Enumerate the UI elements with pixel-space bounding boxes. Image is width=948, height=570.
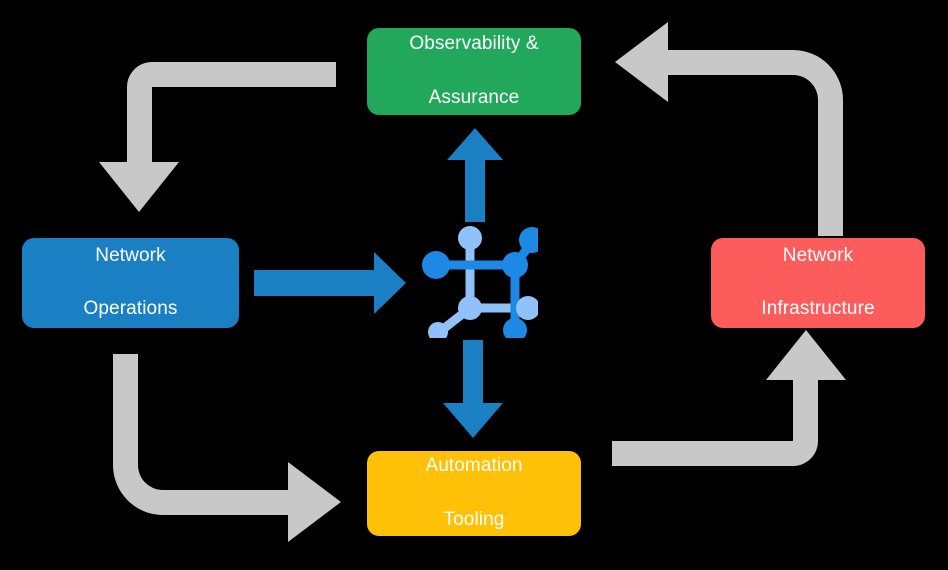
node-label-observability: Observability & Assurance	[377, 31, 571, 112]
arrow-operations-to-automation	[113, 354, 341, 542]
node-observability-assurance[interactable]: Observability & Assurance	[367, 28, 581, 115]
arrow-center-to-observability	[447, 128, 503, 222]
arrow-infrastructure-to-observability	[615, 22, 843, 236]
node-label-line2: Assurance	[428, 86, 520, 108]
node-label-line1: Network	[95, 244, 166, 266]
node-label-line2: Operations	[83, 298, 178, 320]
arrow-automation-to-infrastructure	[612, 330, 846, 466]
mesh-nodes-light	[428, 226, 538, 338]
node-label-line1: Network	[782, 244, 854, 266]
node-label-line2: Infrastructure	[761, 298, 875, 320]
arrow-operations-to-center	[254, 252, 406, 314]
arrow-center-to-automation	[443, 340, 503, 438]
mesh-nodes-dark	[422, 227, 538, 338]
node-label-line1: Observability &	[409, 33, 539, 55]
node-label-line1: Automation	[425, 455, 523, 477]
node-label-line2: Tooling	[443, 508, 505, 530]
network-mesh-icon	[422, 226, 538, 338]
arrow-observability-to-operations	[99, 62, 336, 212]
